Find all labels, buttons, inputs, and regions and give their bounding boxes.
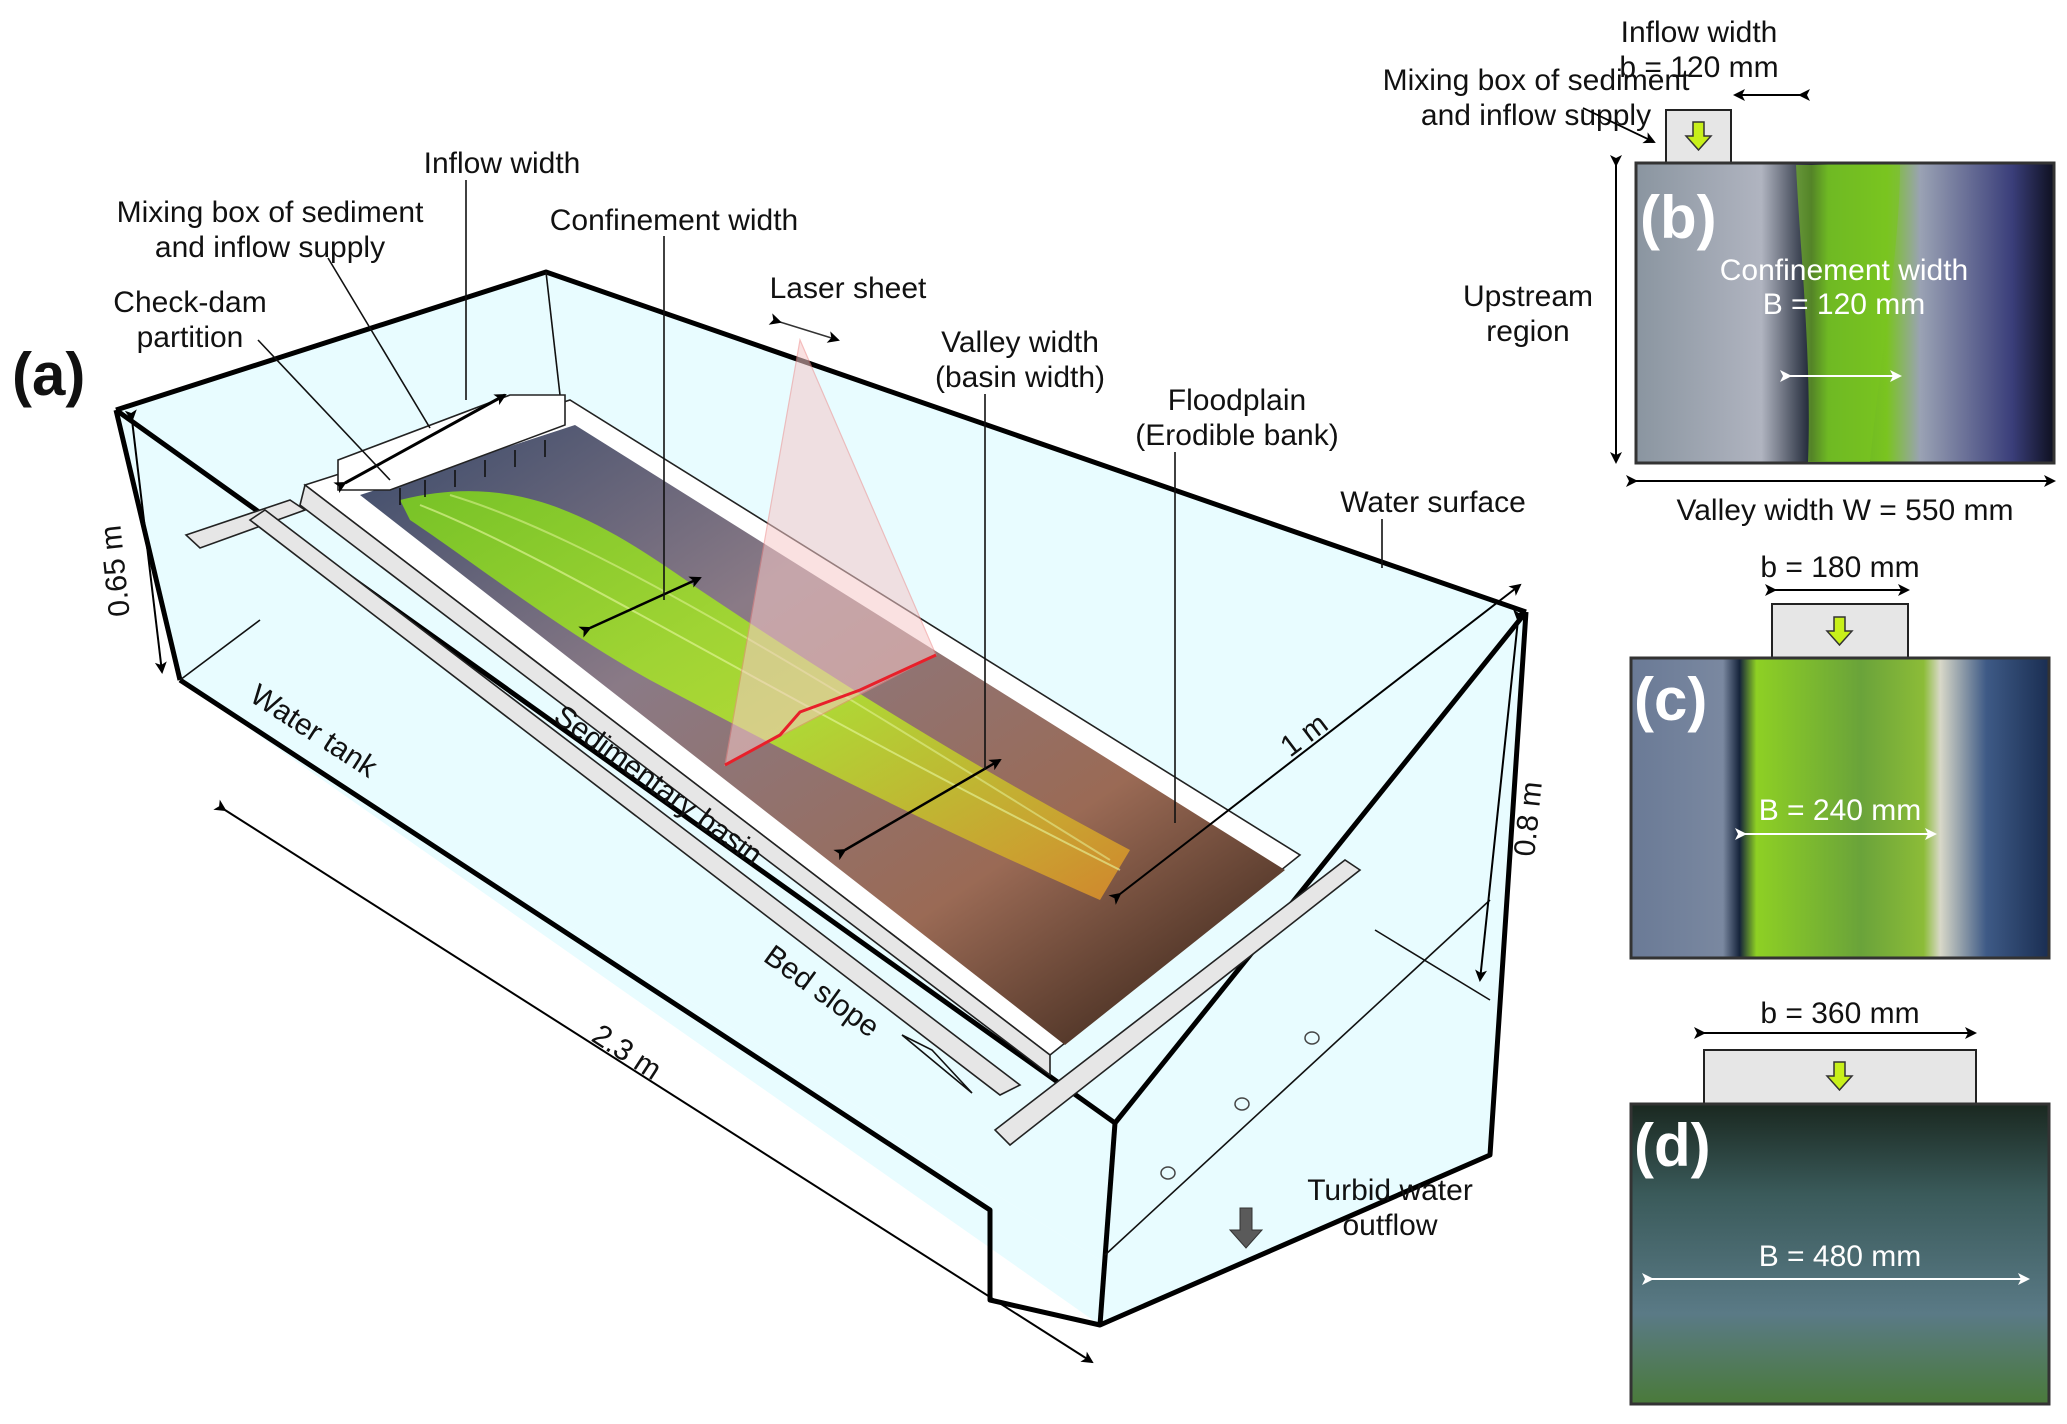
outflow-inner-line-2 [1374, 929, 1491, 1001]
label-inflow-width: Inflow width [424, 147, 581, 180]
tank-front-right-vertical [1097, 1122, 1118, 1326]
leader-mixing-box [327, 257, 431, 429]
label-turbid-2: outflow [1342, 1209, 1437, 1242]
label-confinement-b: Confinement width [1720, 254, 1968, 287]
outflow-hole [1304, 1031, 1320, 1045]
inflow-width-arrow [333, 393, 507, 494]
outflow-hole [1234, 1097, 1250, 1111]
panel-label-b: (b) [1640, 184, 1717, 251]
label-mixing-box-b-1: Mixing box of sediment [1383, 64, 1690, 97]
label-valley-width-2: (basin width) [935, 361, 1105, 394]
panel-b: Inflow width b = 120 mm Mixing box of se… [1383, 16, 2056, 527]
label-inflow-width-b: Inflow width [1621, 16, 1778, 49]
panel-c: b = 180 mm (c) B = 240 mm [1629, 551, 2051, 960]
dim-2.3m [213, 799, 1094, 1364]
laser-sheet [724, 337, 937, 767]
laser-line [724, 653, 937, 767]
dim-label-0.8m: 0.8 m [1508, 780, 1549, 858]
flow-arrow-icon [1684, 121, 1713, 152]
confinement-width-arrow [578, 576, 702, 638]
bed-slope-icon [901, 1034, 973, 1094]
dim-label-0.65m: 0.65 m [94, 524, 136, 619]
leader-check-dam [257, 339, 391, 481]
label-valley-width-1: Valley width [941, 326, 1099, 359]
outflow-inner-line [1104, 899, 1491, 1256]
label-turbid-1: Turbid water [1307, 1174, 1473, 1207]
label-water-surface: Water surface [1340, 486, 1526, 519]
label-confinement-value-b: B = 120 mm [1763, 288, 1926, 321]
label-check-dam-2: partition [137, 321, 244, 354]
leader-mixing-box-b [1582, 107, 1656, 144]
outflow-hole [1160, 1166, 1176, 1180]
panel-label-c: (c) [1634, 666, 1707, 733]
label-inflow-value-d: b = 360 mm [1760, 997, 1919, 1030]
panel-a: (a) Inflow width Mixing box of sediment … [12, 147, 1549, 1364]
outflow-arrow-icon [1228, 1207, 1264, 1249]
floor-line [179, 619, 261, 681]
label-inflow-value-b: b = 120 mm [1619, 51, 1778, 84]
photo-d [1629, 1102, 2051, 1406]
label-inflow-value-c: b = 180 mm [1760, 551, 1919, 584]
flow-arrow-icon [1825, 616, 1854, 647]
panel-d: b = 360 mm (d) B = 480 mm [1629, 997, 2051, 1406]
label-valley-width-b: Valley width W = 550 mm [1676, 494, 2013, 527]
label-mixing-box-2: and inflow supply [155, 231, 385, 264]
laser-scan-icon [768, 313, 840, 343]
label-laser-sheet: Laser sheet [770, 272, 927, 305]
label-floodplain-1: Floodplain [1168, 384, 1306, 417]
flow-arrow-icon [1825, 1061, 1854, 1092]
label-upstream-2: region [1486, 315, 1569, 348]
label-upstream-1: Upstream [1463, 280, 1593, 313]
back-corner-line [545, 271, 561, 396]
support-rail-left [184, 499, 307, 549]
width-1m-arrow [1108, 583, 1522, 905]
panel-label-a: (a) [12, 341, 85, 408]
photo-c [1629, 656, 2051, 960]
dim-0.65m [124, 409, 167, 674]
label-confinement-value-d: B = 480 mm [1759, 1240, 1922, 1273]
label-confinement-value-c: B = 240 mm [1759, 794, 1922, 827]
tank-front-wall [180, 612, 1526, 1325]
label-check-dam-1: Check-dam [113, 286, 266, 319]
channel-b [1796, 165, 1900, 462]
label-confinement-width: Confinement width [550, 204, 798, 237]
dim-label-2.3m: 2.3 m [586, 1018, 667, 1087]
label-mixing-box-1: Mixing box of sediment [117, 196, 424, 229]
panel-label-d: (d) [1634, 1112, 1711, 1179]
label-mixing-box-b-2: and inflow supply [1421, 99, 1651, 132]
label-floodplain-2: (Erodible bank) [1135, 419, 1338, 452]
dim-0.8m [1475, 609, 1526, 982]
